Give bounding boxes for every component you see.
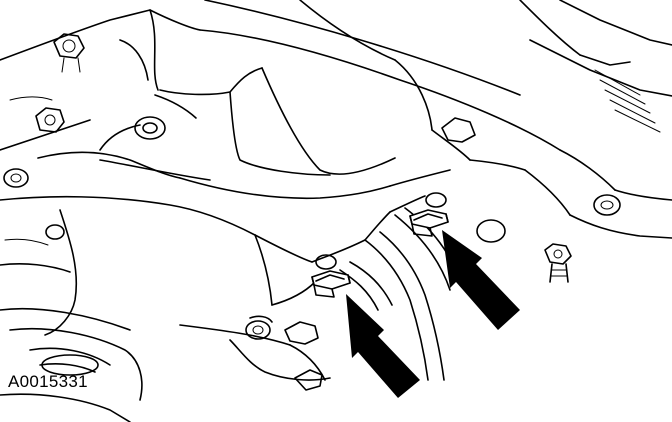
right-case <box>519 0 672 239</box>
lower-bracket <box>179 315 331 391</box>
retaining-clip-lower-center <box>311 270 351 298</box>
arrow-lower-center <box>346 294 420 398</box>
boss-left-lower <box>45 224 65 240</box>
stud-bolt-right <box>544 243 572 283</box>
bolt-upper-left <box>53 33 85 73</box>
hole-left-boss <box>134 116 166 140</box>
pan-tab <box>441 117 476 143</box>
oil-pan-cover <box>99 0 561 263</box>
pan-flange-edge <box>254 192 447 306</box>
hole-right-middle <box>476 219 506 243</box>
figure-code: A0015331 <box>8 372 88 391</box>
bolt-left-middle <box>35 107 65 133</box>
arrow-upper-right <box>442 230 520 330</box>
hole-right-upper <box>593 194 621 216</box>
retaining-clip-upper-right <box>409 209 449 237</box>
converter-housing <box>0 307 143 422</box>
hole-left-edge <box>3 168 29 188</box>
transmission-housing <box>0 9 256 336</box>
